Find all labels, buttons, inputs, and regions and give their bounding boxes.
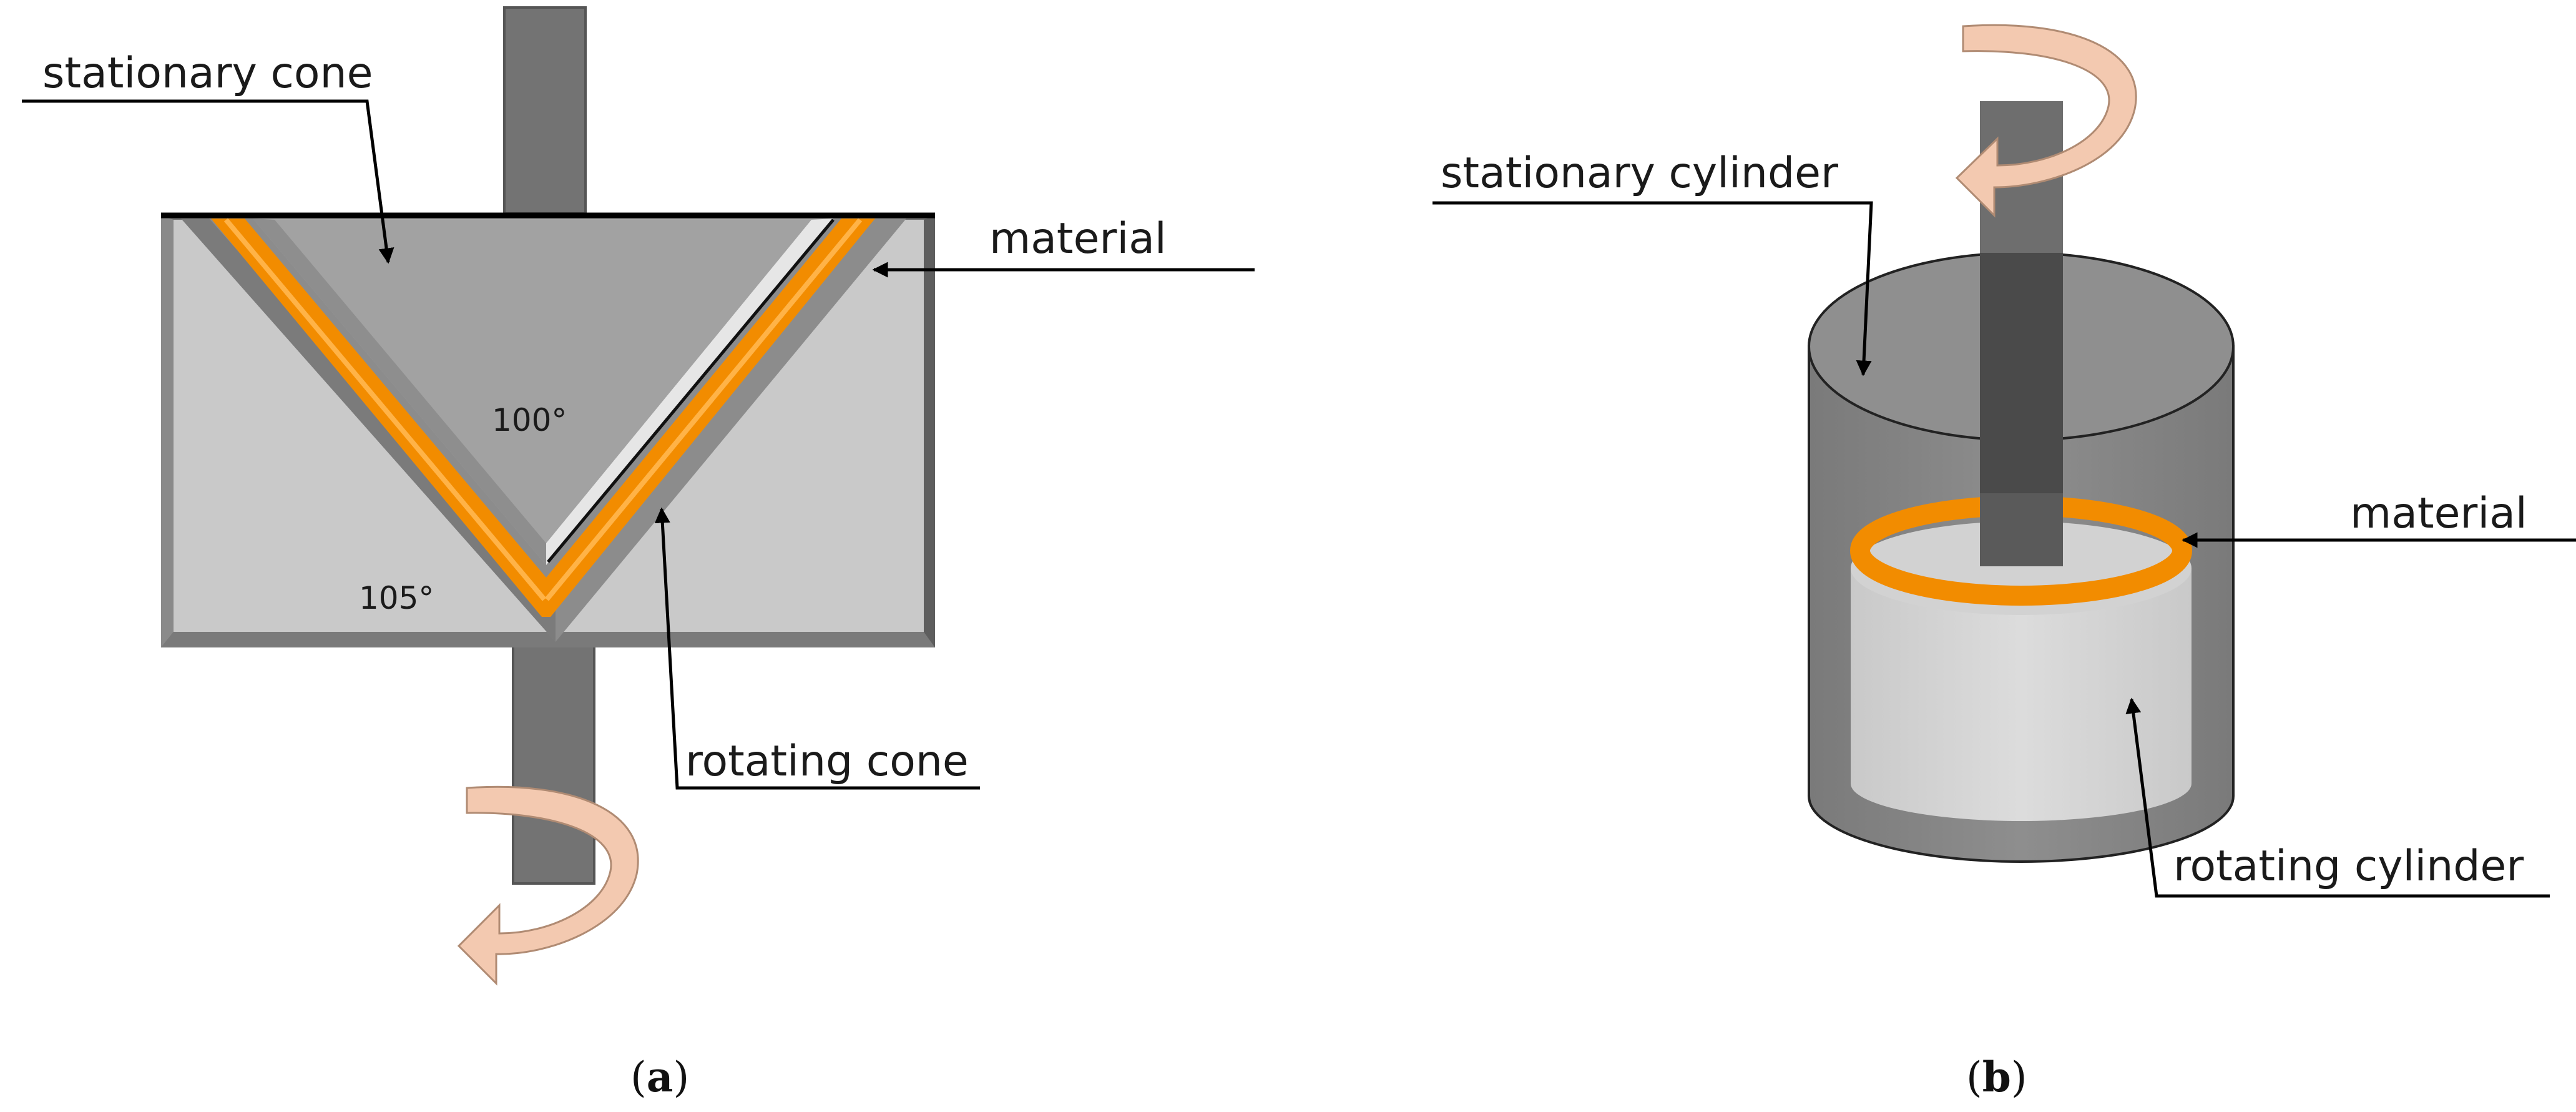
angle-label-outer: 105° (359, 580, 434, 616)
upper-shaft (503, 6, 587, 215)
lower-shaft (512, 645, 595, 885)
panel-b-couette-cell: stationary cylinder material rotating cy… (1432, 24, 2576, 1101)
label-material-b: material (2350, 489, 2527, 538)
rotation-arrow-icon-b (1955, 24, 2137, 218)
caption-b: (b) (1966, 1053, 2027, 1101)
label-stationary-cone: stationary cone (42, 49, 373, 98)
leader-rotating-cone (654, 507, 980, 790)
leader-stationary-cone (22, 99, 394, 264)
label-rotating-cone: rotating cone (685, 737, 969, 786)
caption-a: (a) (630, 1053, 689, 1101)
rotation-arrow-icon (457, 785, 639, 986)
panel-a-cone-plate: 100° 105° stationary cone material rotat… (22, 6, 1255, 1101)
label-stationary-cylinder: stationary cylinder (1441, 149, 1838, 198)
leader-stationary-cylinder (1432, 201, 1873, 376)
label-material-a: material (989, 214, 1167, 263)
stationary-cone (253, 219, 835, 565)
angle-label-inner: 100° (492, 402, 567, 438)
leader-rotating-cylinder (2125, 697, 2550, 898)
label-rotating-cylinder: rotating cylinder (2173, 842, 2524, 891)
